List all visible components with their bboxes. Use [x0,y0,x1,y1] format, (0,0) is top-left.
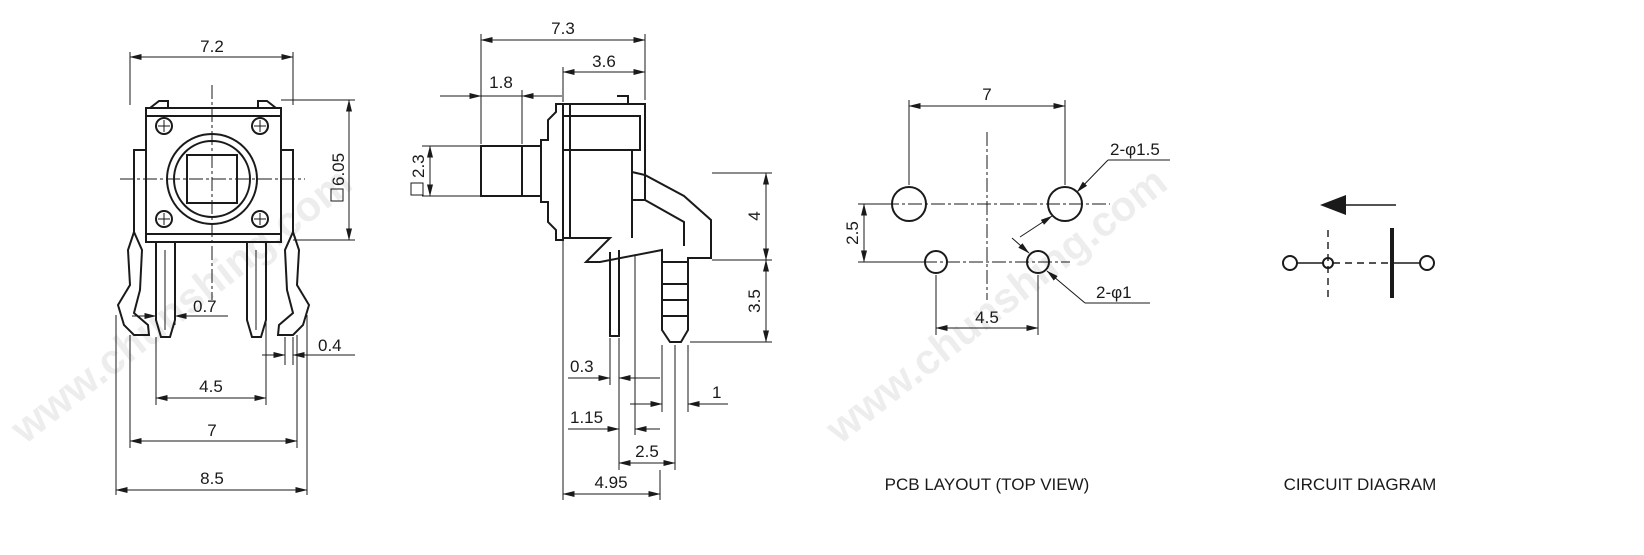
dim-top-width: 7.2 [200,37,224,56]
dim-row-pitch: 7 [207,421,216,440]
circuit-diagram-title: CIRCUIT DIAGRAM [1284,475,1437,494]
pcb-hole-large-left [891,186,927,222]
pcb-hole-small-left [924,250,948,274]
dim-lead-offset: 1.15 [570,408,603,427]
dim-overall-depth: 7.3 [551,19,575,38]
watermark-2: www.chunshing.com [816,157,1175,452]
dim-lead-span: 4.95 [594,473,627,492]
pcb-small-holes-label: 2-φ1 [1096,283,1132,302]
dim-lead-thickness: 0.4 [318,336,342,355]
dim-lead-thickness-side: 0.3 [570,357,594,376]
dim-plunger-size: 2.3 [409,154,428,178]
circuit-diagram: CIRCUIT DIAGRAM [1282,195,1437,494]
dim-plunger-length: 1.8 [489,73,513,92]
pcb-layout-title: PCB LAYOUT (TOP VIEW) [885,475,1090,494]
dim-pin-width: 0.7 [193,297,217,316]
dim-plunger-height: 4 [745,211,764,220]
front-view-dimensions: 7.2 6.05 0.7 0.4 4.5 7 8.5 [115,37,355,495]
dim-pin-pitch: 4.5 [199,377,223,396]
dim-overall-width: 8.5 [200,469,224,488]
pcb-hole-large-right [1047,186,1083,222]
side-view-dimensions: 7.3 3.6 1.8 2.3 4 3.5 0.3 [409,19,772,500]
dim-lead-pitch: 2.5 [635,442,659,461]
terminal-left [1282,255,1298,271]
pcb-large-holes-label: 2-φ1.5 [1110,140,1160,159]
front-view [116,85,311,338]
dim-lead-length: 3.5 [745,289,764,313]
terminal-right [1419,255,1435,271]
actuation-arrow-icon [1320,195,1346,215]
dim-height: 6.05 [329,153,348,186]
dim-pcb-row-offset: 2.5 [843,221,862,245]
side-view [480,95,712,343]
dim-pcb-pin-pitch: 4.5 [975,308,999,327]
pcb-hole-small-right [1026,250,1050,274]
pcb-layout: 7 2.5 4.5 2-φ1.5 2-φ1 PCB LAYOUT (TOP VI… [843,85,1170,494]
dim-pcb-row-pitch: 7 [982,85,991,104]
dim-body-depth: 3.6 [592,52,616,71]
dim-lead-width: 1 [712,383,721,402]
